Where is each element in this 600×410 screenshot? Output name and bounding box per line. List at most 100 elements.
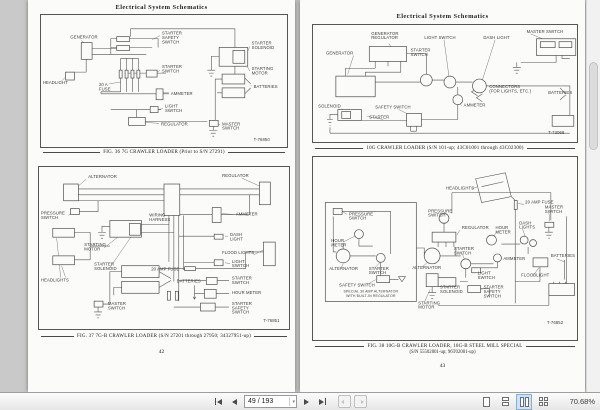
view-mode-controls: 70.68% [479, 393, 595, 410]
svg-text:FLOODLIGHT: FLOODLIGHT [521, 273, 549, 278]
document-viewport[interactable]: Electrical System Schematics [0, 0, 586, 392]
page-43-header: Electrical System Schematics [396, 13, 489, 20]
page-number-value[interactable]: 49 / 193 [248, 398, 274, 405]
svg-text:HEADLIGHTS: HEADLIGHTS [446, 186, 474, 191]
first-page-icon[interactable] [212, 395, 225, 408]
pdf-page-43: Electrical System Schematics [300, 0, 585, 392]
svg-text:HOUR METER: HOUR METER [232, 290, 261, 295]
page-input-dropdown-icon[interactable]: ▾ [289, 397, 295, 406]
svg-text:T-76852: T-76852 [547, 320, 564, 325]
svg-text:ALTERNATOR: ALTERNATOR [329, 266, 358, 271]
page-42-header: Electrical System Schematics [115, 4, 208, 11]
zoom-level-indicator[interactable]: 70.68% [569, 397, 595, 406]
figure-36-caption: FIG. 36 7G CRAWLER LOADER (Prior to S/N … [40, 149, 288, 156]
previous-page-icon[interactable] [228, 395, 241, 408]
svg-text:DASH LIGHT: DASH LIGHT [483, 35, 510, 40]
vertical-scrollbar[interactable] [586, 0, 600, 392]
figure-37-caption-text: FIG. 37 7G-B CRAWLER LOADER (S/N 27201 t… [77, 334, 251, 339]
figure-38-caption-text: FIG. 38 10G-B CRAWLER LOADER, 10G-B STEE… [367, 344, 523, 349]
last-page-icon[interactable] [316, 395, 329, 408]
next-page-icon[interactable] [300, 395, 313, 408]
page-number-43: 43 [439, 363, 446, 369]
facing-view-icon[interactable] [516, 393, 532, 410]
svg-text:MASTER SWITCH: MASTER SWITCH [527, 29, 564, 34]
continuous-view-icon[interactable] [498, 395, 512, 409]
svg-text:SOLENOID: SOLENOID [318, 104, 341, 109]
svg-text:T-76850: T-76850 [254, 137, 271, 142]
svg-text:GENERATOR: GENERATOR [70, 35, 97, 40]
svg-text:ALTERNATOR: ALTERNATOR [88, 174, 117, 179]
svg-text:CONNECTORS(FOR LIGHTS, ETC.): CONNECTORS(FOR LIGHTS, ETC.) [489, 84, 531, 93]
svg-text:BATTERIES: BATTERIES [551, 253, 575, 258]
continuous-facing-view-icon[interactable] [536, 395, 550, 409]
svg-text:STARTER: STARTER [369, 114, 389, 119]
svg-text:REGULATOR: REGULATOR [462, 225, 489, 230]
svg-text:SAFETY SWITCH: SAFETY SWITCH [339, 283, 375, 288]
svg-text:GENERATOR: GENERATOR [326, 50, 353, 55]
svg-text:SAFETY SWITCH: SAFETY SWITCH [375, 105, 410, 110]
figure-1010-caption: 10G CRAWLER LOADER (S/N 101-up; 43C01001… [312, 145, 578, 152]
figure-1010-caption-text: 10G CRAWLER LOADER (S/N 101-up; 43C01001… [366, 146, 524, 151]
figure-37-caption: FIG. 37 7G-B CRAWLER LOADER (S/N 27201 t… [38, 333, 290, 340]
scrollbar-thumb[interactable] [589, 62, 598, 150]
svg-text:AMMETER: AMMETER [171, 91, 193, 96]
svg-text:FLOOD LIGHTS: FLOOD LIGHTS [222, 250, 254, 255]
svg-text:BATTERIES: BATTERIES [177, 278, 201, 283]
page-navigation: 49 / 193 ▾ [212, 393, 367, 410]
svg-text:AMMETER: AMMETER [503, 256, 525, 261]
page-number-input[interactable]: 49 / 193 ▾ [244, 395, 297, 408]
svg-text:REGULATOR: REGULATOR [222, 173, 249, 178]
svg-text:BATTERIES: BATTERIES [548, 90, 572, 95]
svg-text:REGULATOR: REGULATOR [161, 121, 188, 126]
svg-text:BATTERIES: BATTERIES [254, 84, 278, 89]
svg-text:HEADLIGHTS: HEADLIGHTS [41, 277, 69, 282]
svg-text:20 AMP FUSE: 20 AMP FUSE [151, 267, 179, 272]
pdf-page-42: Electrical System Schematics [28, 0, 295, 392]
svg-text:LIGHT SWITCH: LIGHT SWITCH [424, 35, 455, 40]
svg-text:ALTERNATOR: ALTERNATOR [412, 265, 441, 270]
page-number-42: 42 [158, 349, 165, 355]
next-view-icon[interactable] [354, 395, 367, 408]
figure-36-caption-text: FIG. 36 7G CRAWLER LOADER (Prior to S/N … [103, 150, 225, 155]
svg-text:HEADLIGHT: HEADLIGHT [43, 80, 68, 85]
single-page-view-icon[interactable] [479, 395, 493, 409]
previous-view-icon[interactable] [338, 395, 351, 408]
svg-text:AMMETER: AMMETER [236, 212, 258, 217]
